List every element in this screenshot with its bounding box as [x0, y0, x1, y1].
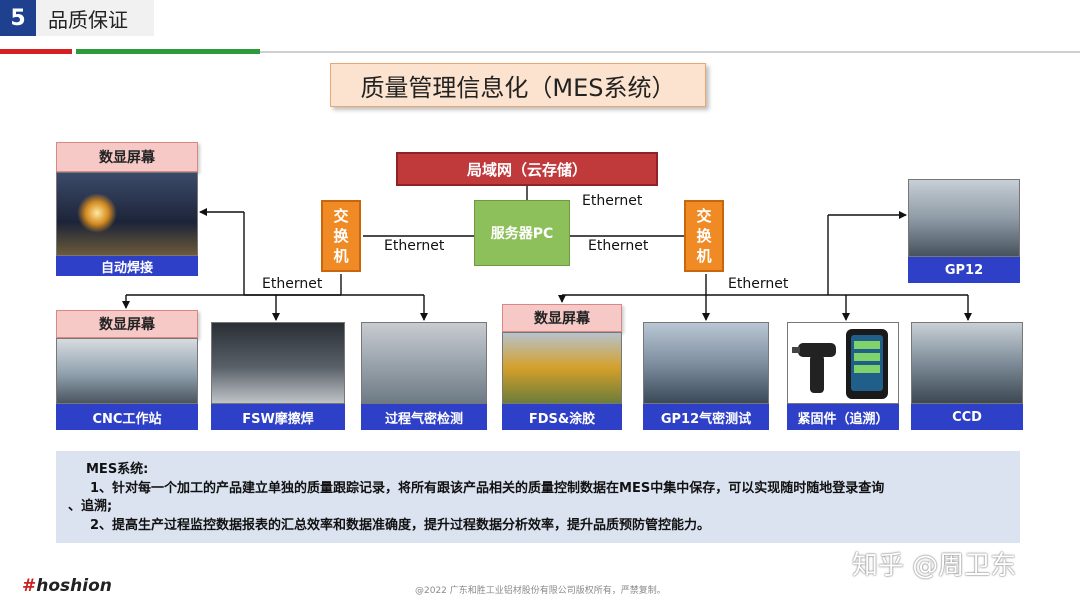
mes-notes-title: MES系统: — [86, 462, 149, 477]
display-screen-tag: 数显屏幕 — [502, 304, 622, 332]
switch-char: 交 — [333, 207, 349, 225]
air-test-caption: 过程气密检测 — [361, 404, 487, 430]
watermark: 知乎 @周卫东 — [852, 551, 1017, 581]
switch-char: 换 — [333, 227, 349, 245]
fds-photo — [502, 332, 622, 404]
gp12-photo — [908, 179, 1020, 257]
torque-tool-icon — [792, 329, 888, 399]
gp12-caption: GP12 — [908, 257, 1020, 283]
logo-mark: # — [22, 576, 37, 596]
fastener-caption: 紧固件（追溯） — [787, 404, 899, 430]
mes-notes-line1-cont: 、追溯; — [68, 499, 113, 514]
mes-notes-line2: 2、提高生产过程监控数据报表的汇总效率和数据准确度，提升过程数据分析效率，提升品… — [90, 518, 711, 533]
mes-notes-line1: 1、针对每一个加工的产品建立单独的质量跟踪记录，将所有跟该产品相关的质量控制数据… — [90, 481, 885, 496]
copyright-text: @2022 广东和胜工业铝材股份有限公司版权所有，严禁复制。 — [415, 586, 666, 596]
cnc-photo — [56, 338, 198, 404]
air-test-photo — [361, 322, 487, 404]
ethernet-label: Ethernet — [582, 193, 643, 209]
header-divider — [260, 51, 1080, 53]
ccd-photo — [911, 322, 1023, 404]
header-accent-green — [76, 49, 260, 54]
ethernet-label: Ethernet — [262, 276, 323, 292]
display-screen-tag: 数显屏幕 — [56, 142, 198, 172]
page-title: 质量管理信息化（MES系统） — [330, 63, 706, 107]
section-title: 品质保证 — [36, 0, 154, 36]
fds-caption: FDS&涂胶 — [502, 404, 622, 430]
fsw-photo — [211, 322, 345, 404]
gp12-air-test-photo — [643, 322, 769, 404]
ethernet-label: Ethernet — [588, 238, 649, 254]
ethernet-label: Ethernet — [384, 238, 445, 254]
server-pc: 服务器PC — [474, 200, 570, 266]
header-accent-red — [0, 49, 72, 54]
logo-text: hoshion — [36, 576, 112, 596]
display-screen-tag: 数显屏幕 — [56, 310, 198, 338]
company-logo: #hoshion — [22, 576, 112, 596]
cnc-caption: CNC工作站 — [56, 404, 198, 430]
network-switch-right: 交 换 机 — [684, 200, 724, 272]
gp12-air-test-caption: GP12气密测试 — [643, 404, 769, 430]
auto-weld-caption: 自动焊接 — [56, 256, 198, 276]
section-number: 5 — [0, 0, 36, 36]
network-switch-left: 交 换 机 — [321, 200, 361, 272]
ccd-caption: CCD — [911, 404, 1023, 430]
lan-cloud-storage: 局域网（云存储） — [396, 152, 658, 186]
switch-char: 机 — [333, 247, 349, 265]
auto-weld-photo — [56, 172, 198, 256]
fastener-photo — [787, 322, 899, 404]
switch-char: 换 — [696, 227, 712, 245]
ethernet-label: Ethernet — [728, 276, 789, 292]
switch-char: 交 — [696, 207, 712, 225]
mes-notes: MES系统: 1、针对每一个加工的产品建立单独的质量跟踪记录，将所有跟该产品相关… — [56, 451, 1020, 543]
fsw-caption: FSW摩擦焊 — [211, 404, 345, 430]
switch-char: 机 — [696, 247, 712, 265]
